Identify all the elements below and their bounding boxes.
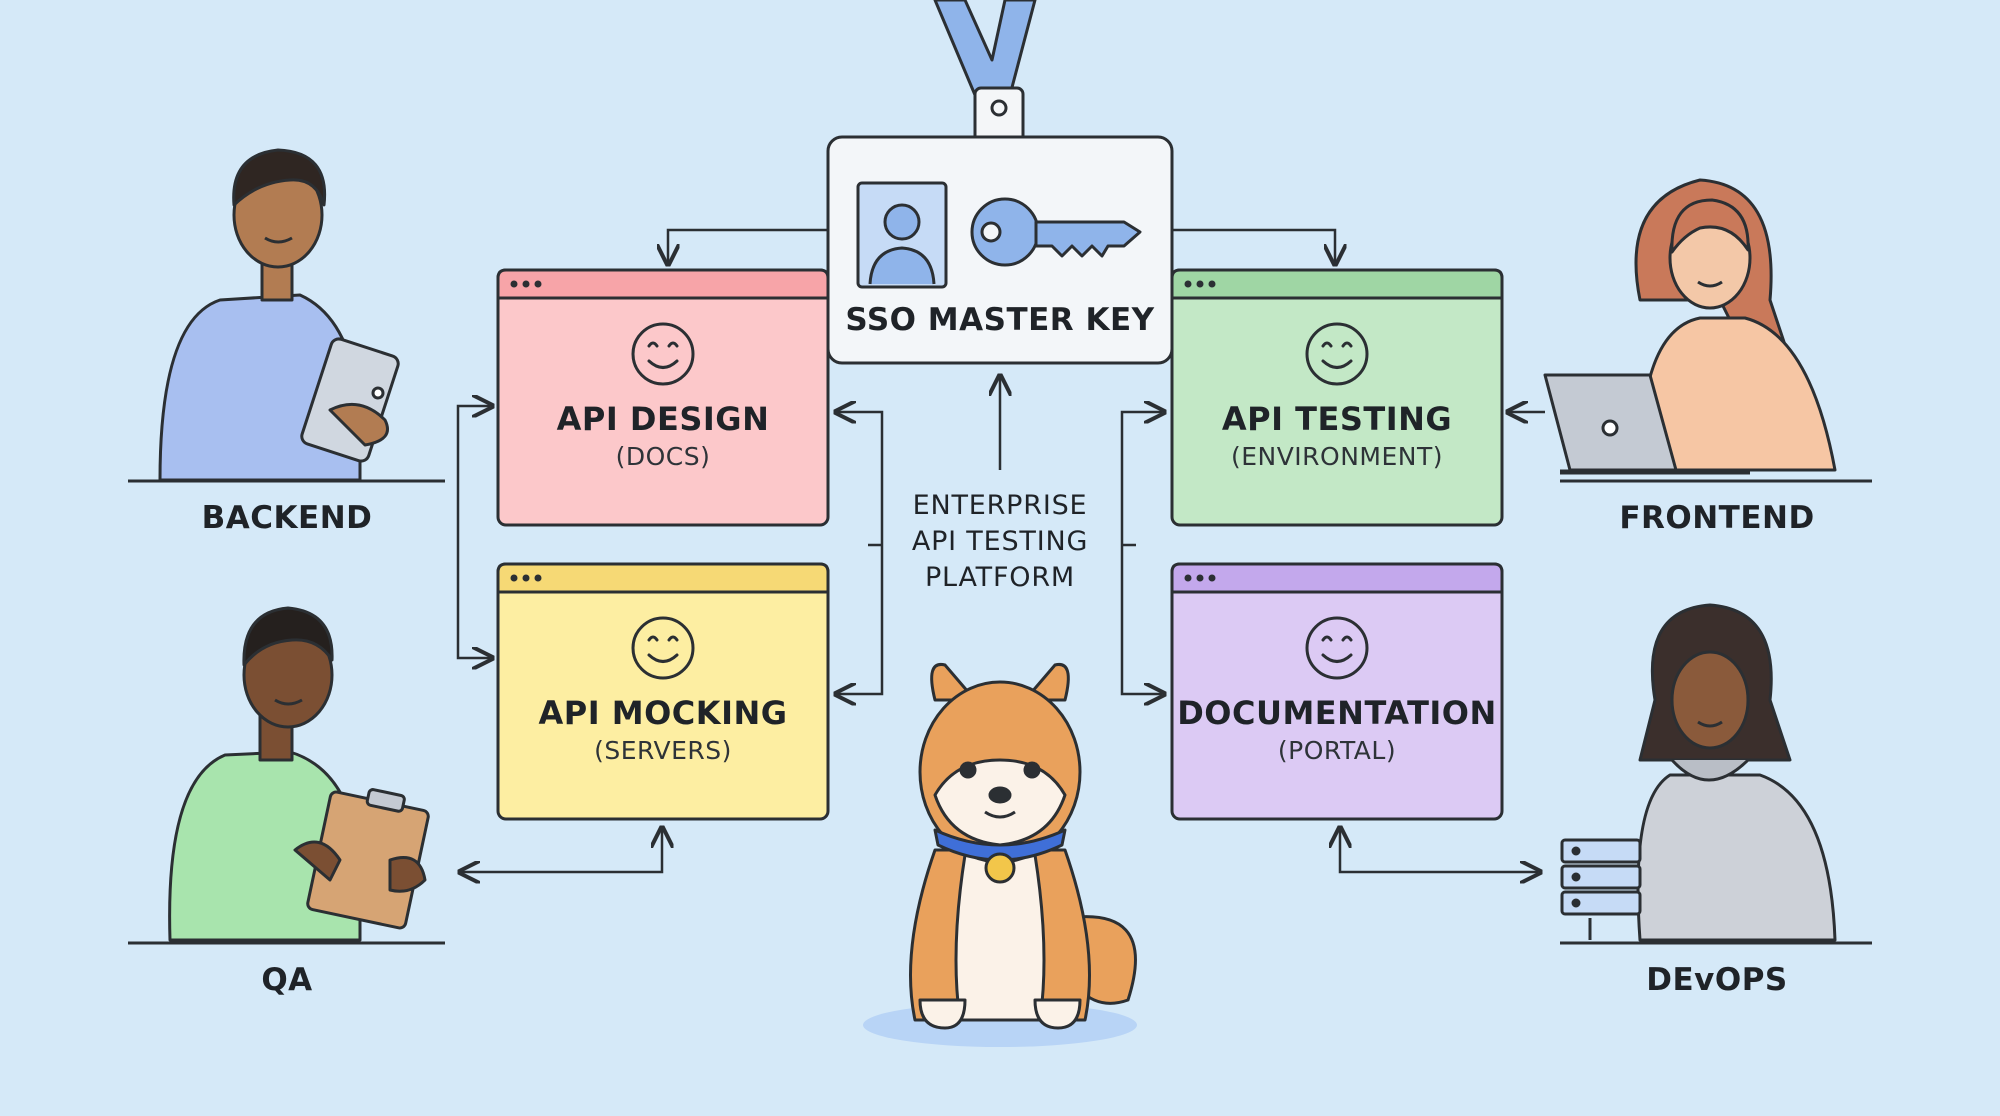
window-dot bbox=[534, 574, 542, 582]
window-dot bbox=[1208, 280, 1216, 288]
window-documentation bbox=[1170, 562, 1504, 821]
module-api-testing[interactable]: API TESTING (ENVIRONMENT) bbox=[1172, 270, 1502, 525]
module-title: DOCUMENTATION bbox=[1177, 694, 1497, 732]
window-dot bbox=[522, 280, 530, 288]
devops-person bbox=[1560, 603, 1872, 945]
window-dot bbox=[1196, 574, 1204, 582]
module-windows bbox=[496, 268, 1504, 821]
module-title: API DESIGN bbox=[556, 400, 770, 438]
window-api-testing bbox=[1170, 268, 1504, 527]
sso-badge bbox=[826, 135, 1174, 365]
window-dot bbox=[510, 574, 518, 582]
window-dot bbox=[522, 574, 530, 582]
arrow-devops-docs bbox=[1340, 830, 1538, 872]
smiley-icon bbox=[1305, 616, 1369, 680]
role-qa: QA bbox=[261, 962, 313, 998]
brace-right bbox=[1120, 412, 1162, 694]
lanyard bbox=[933, 0, 1037, 154]
arrow-qa-mocking bbox=[462, 830, 662, 872]
module-title: API MOCKING bbox=[538, 694, 788, 732]
window-api-mocking bbox=[496, 562, 830, 821]
module-api-design[interactable]: API DESIGN (DOCS) bbox=[498, 270, 828, 525]
module-documentation[interactable]: DOCUMENTATION (PORTAL) bbox=[1172, 564, 1502, 819]
window-dot bbox=[534, 280, 542, 288]
window-dot bbox=[1196, 280, 1204, 288]
server-rack-icon bbox=[1560, 838, 1642, 940]
platform-label: ENTERPRISE API TESTING PLATFORM bbox=[850, 488, 1150, 596]
arrow-badge-to-design bbox=[668, 228, 828, 262]
backend-person bbox=[128, 148, 445, 483]
shiba-dog bbox=[863, 662, 1137, 1047]
module-title: API TESTING bbox=[1221, 400, 1453, 438]
smiley-icon bbox=[1305, 322, 1369, 386]
smiley-icon bbox=[631, 616, 695, 680]
brace-left bbox=[838, 412, 884, 694]
qa-person bbox=[128, 606, 445, 945]
role-devops: DEvOPS bbox=[1646, 962, 1788, 998]
module-subtitle: (ENVIRONMENT) bbox=[1230, 442, 1444, 471]
platform-line-2: API TESTING bbox=[911, 526, 1089, 557]
module-subtitle: (PORTAL) bbox=[1277, 736, 1397, 765]
module-subtitle: (DOCS) bbox=[615, 442, 711, 471]
module-subtitle: (SERVERS) bbox=[594, 736, 732, 765]
sso-badge-label: SSO MASTER KEY bbox=[845, 302, 1155, 338]
window-api-design bbox=[496, 268, 830, 527]
platform-line-1: ENTERPRISE bbox=[912, 490, 1088, 521]
role-frontend: FRONTEND bbox=[1619, 500, 1815, 536]
platform-line-3: PLATFORM bbox=[924, 562, 1076, 593]
module-api-mocking[interactable]: API MOCKING (SERVERS) bbox=[498, 564, 828, 819]
window-dot bbox=[1208, 574, 1216, 582]
window-dot bbox=[1184, 280, 1192, 288]
connectors bbox=[456, 228, 1545, 872]
key-icon bbox=[970, 197, 1142, 267]
window-dot bbox=[510, 280, 518, 288]
arrow-backend-to-modules bbox=[456, 406, 490, 658]
frontend-person bbox=[1543, 178, 1872, 483]
role-backend: BACKEND bbox=[201, 500, 373, 536]
smiley-icon bbox=[631, 322, 695, 386]
window-dot bbox=[1184, 574, 1192, 582]
arrow-badge-to-testing bbox=[1172, 228, 1335, 262]
